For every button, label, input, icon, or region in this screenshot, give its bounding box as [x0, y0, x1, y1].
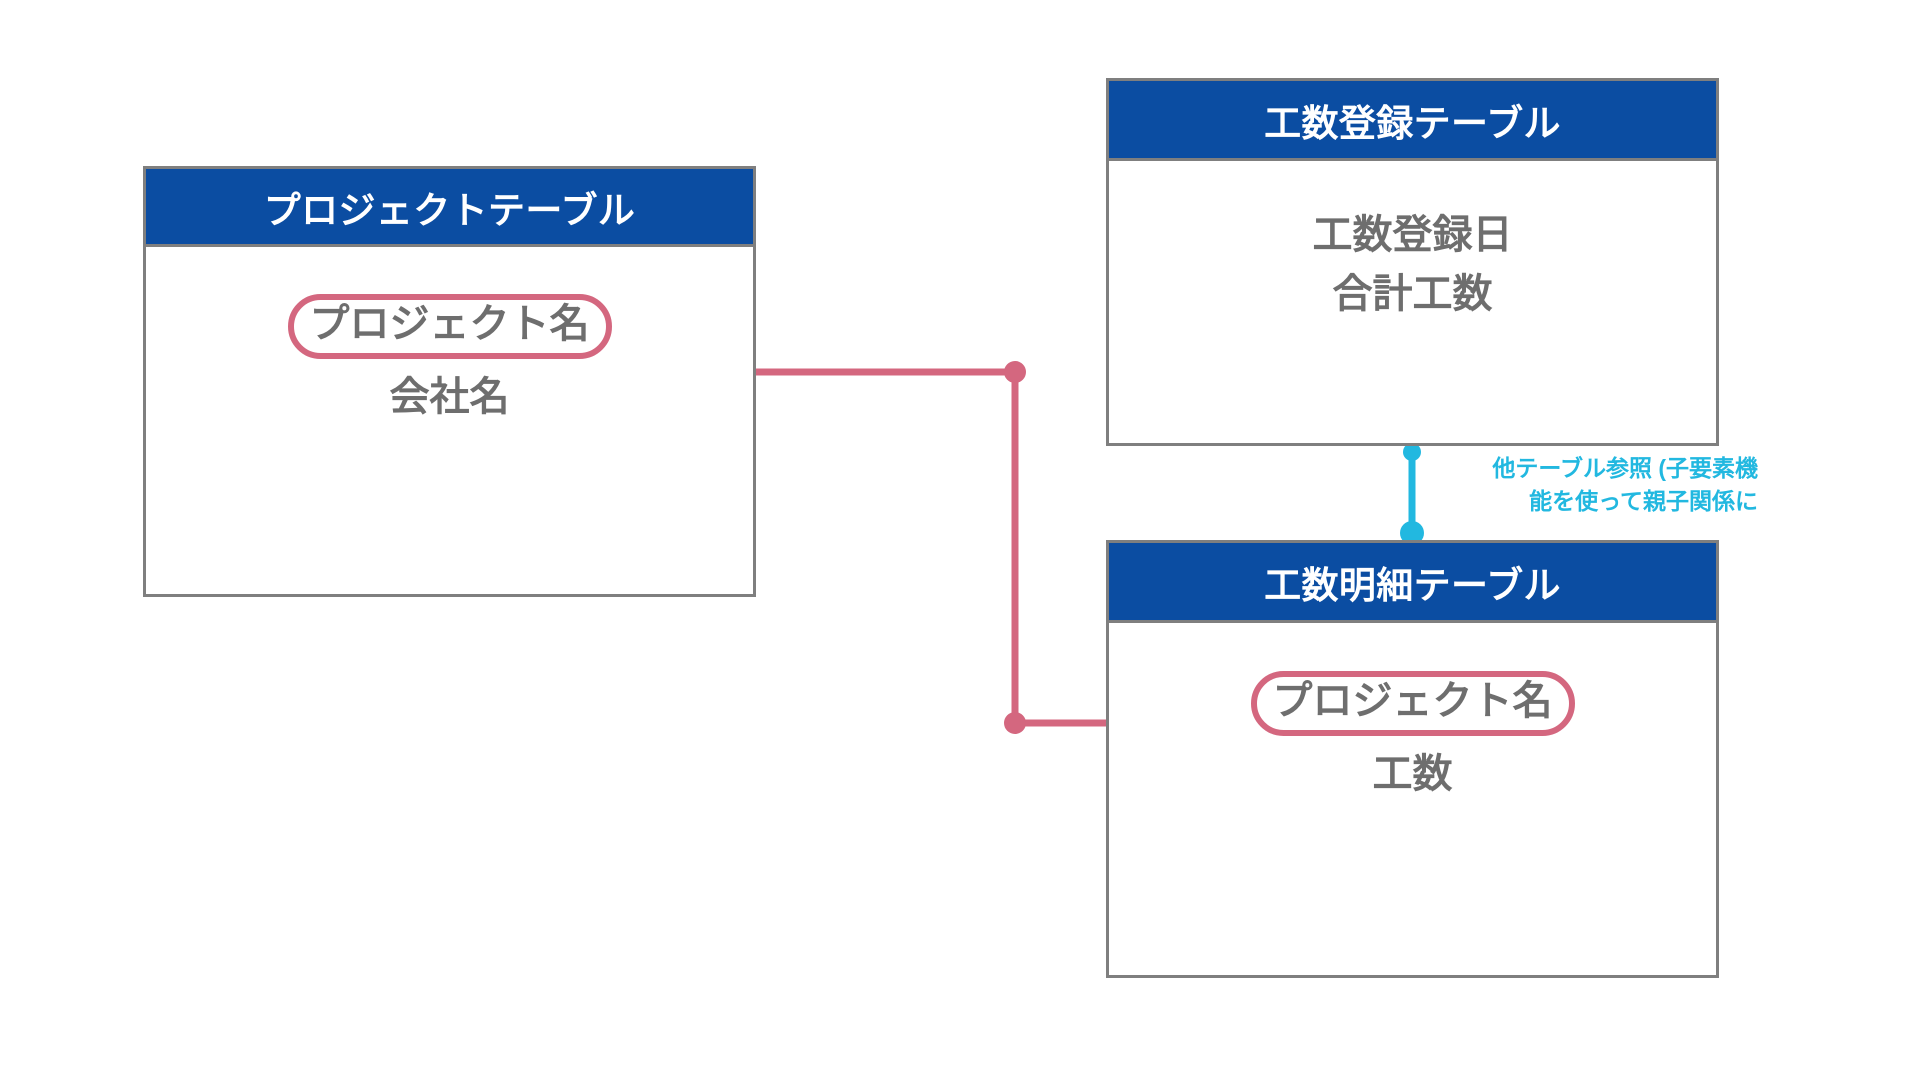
field-effort-hours: 工数	[1372, 751, 1453, 796]
field-project-name-key[interactable]: プロジェクト名	[287, 294, 612, 359]
entity-effort-detail-table-fields: プロジェクト名 工数	[1109, 623, 1716, 975]
field-effort-detail-project-name-key[interactable]: プロジェクト名	[1250, 671, 1575, 736]
entity-effort-detail-table-title: 工数明細テーブル	[1109, 543, 1716, 623]
entity-effort-detail-table[interactable]: 工数明細テーブル プロジェクト名 工数	[1106, 540, 1719, 978]
annotation-parent-child-note: 他テーブル参照 (子要素機 能を使って親子関係に	[1492, 455, 1758, 514]
field-total-effort: 合計工数	[1332, 271, 1493, 316]
relation-corner-top	[1004, 361, 1026, 383]
field-effort-registration-date: 工数登録日	[1312, 213, 1513, 257]
entity-effort-registration-table-title: 工数登録テーブル	[1109, 81, 1716, 161]
relation-effort-reg-to-effort-detail[interactable]	[1400, 443, 1424, 545]
entity-project-table-fields: プロジェクト名 会社名	[146, 247, 753, 594]
entity-effort-registration-table-fields: 工数登録日 合計工数	[1109, 161, 1716, 443]
entity-project-table-title: プロジェクトテーブル	[146, 169, 753, 247]
field-company-name: 会社名	[389, 374, 510, 419]
entity-project-table[interactable]: プロジェクトテーブル プロジェクト名 会社名	[143, 166, 756, 597]
relation-corner-bottom	[1004, 712, 1026, 734]
entity-effort-registration-table[interactable]: 工数登録テーブル 工数登録日 合計工数	[1106, 78, 1719, 446]
